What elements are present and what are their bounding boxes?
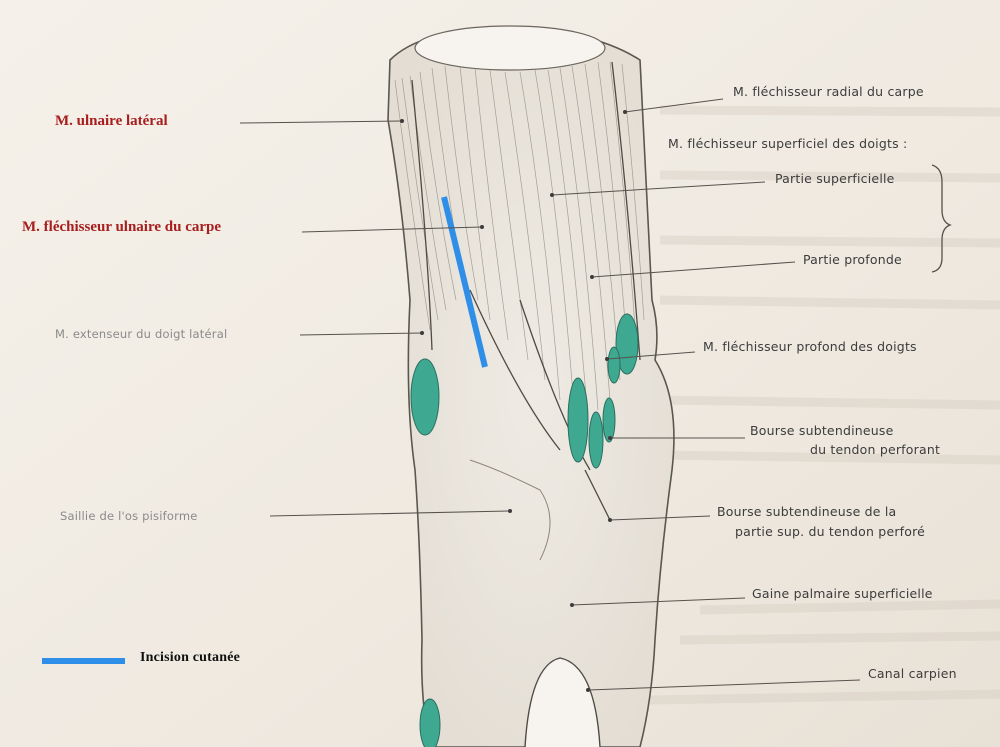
label-flechisseur-ulnaire: M. fléchisseur ulnaire du carpe [22, 219, 221, 236]
label-partie-superficielle: Partie superficielle [775, 171, 895, 186]
label-bourse-perforant-1: Bourse subtendineuse [750, 423, 894, 438]
label-flechisseur-profond: M. fléchisseur profond des doigts [703, 339, 917, 354]
label-bourse-perfore-2: partie sup. du tendon perforé [735, 524, 925, 539]
label-canal: Canal carpien [868, 666, 957, 681]
label-ulnaire-lateral: M. ulnaire latéral [55, 113, 168, 130]
section-cut-surface [415, 26, 605, 70]
label-gaine: Gaine palmaire superficielle [752, 586, 933, 601]
legend-incision-label: Incision cutanée [140, 650, 240, 666]
label-flechisseur-superficiel: M. fléchisseur superficiel des doigts : [668, 136, 907, 151]
label-pisiforme: Saillie de l'os pisiforme [60, 509, 198, 523]
label-bourse-perforant-2: du tendon perforant [810, 442, 940, 457]
label-partie-profonde: Partie profonde [803, 252, 902, 267]
label-flechisseur-radial: M. fléchisseur radial du carpe [733, 84, 924, 99]
label-extenseur-doigt: M. extenseur du doigt latéral [55, 327, 227, 341]
label-bourse-perfore-1: Bourse subtendineuse de la [717, 504, 896, 519]
